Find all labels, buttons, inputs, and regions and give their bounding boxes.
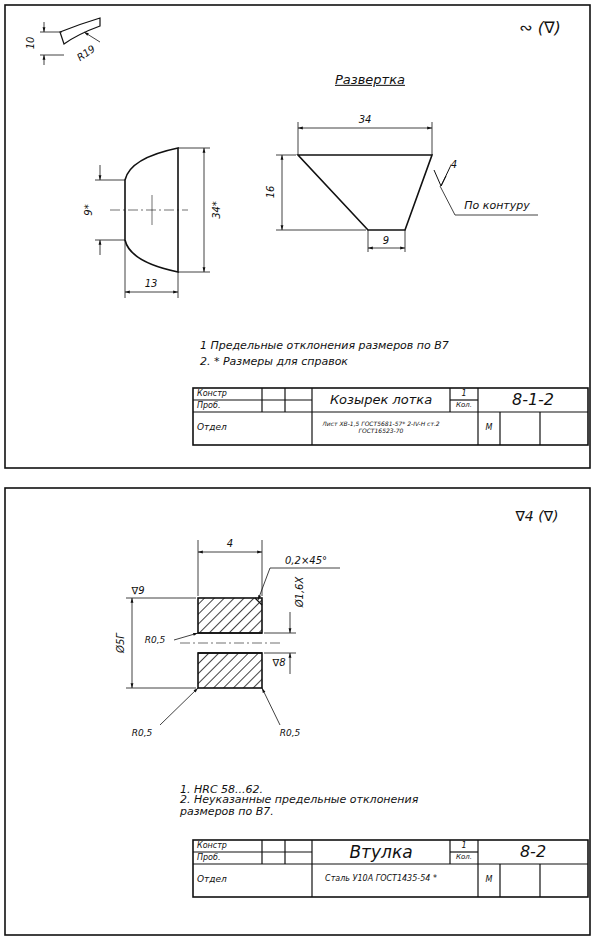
dimension-label: Отдел (197, 423, 227, 433)
dimension-label: Лист ХВ-1,5 ГОСТ5681-57* 2-IV-Н ст.2 ГОС… (315, 421, 447, 434)
dimension-label: 2. Неуказанные предельные отклонения раз… (180, 794, 440, 818)
dimension-label: Констр (197, 842, 227, 851)
dimension-label: ∇4 (∇) (515, 509, 558, 524)
dimension-label: R0,5 (280, 729, 301, 739)
dimension-label: 13 (145, 278, 158, 289)
dimension-label: 34* (211, 201, 222, 219)
dimension-label: 0,2×45° (285, 555, 327, 566)
dimension-label: Ø5Г (115, 633, 126, 653)
dimension-label: 34 (359, 114, 372, 125)
dimension-label: Кол. (456, 402, 472, 410)
dimension-label: Проб. (197, 402, 220, 411)
dimension-label: М (486, 424, 493, 433)
dimension-label: 9* (83, 204, 94, 215)
dimension-label: Констр (197, 390, 227, 399)
dimension-label: 2. * Размеры для справок (200, 356, 348, 368)
dimension-label: 8-1-2 (512, 391, 554, 409)
dimension-label: Козырек лотка (314, 393, 449, 407)
dimension-label: Втулка (349, 843, 412, 862)
dimension-label: М (486, 876, 493, 885)
dimension-label: 1 (461, 390, 466, 399)
dimension-label: R0,5 (145, 636, 166, 646)
dimension-label: Отдел (197, 875, 227, 885)
dimension-label: Развертка (335, 73, 405, 87)
dimension-label: ∇8 (272, 657, 285, 668)
dimension-label: 16 (265, 186, 276, 199)
dimension-label: 1 Предельные отклонения размеров по В7 (200, 340, 449, 352)
dimension-label: Ø1,6Х (294, 577, 305, 608)
dimension-label: R19 (75, 43, 97, 63)
dimension-label: 4 (227, 538, 233, 549)
dimension-label: ∾ (∇) (519, 19, 561, 37)
dimension-label: R0,5 (132, 729, 153, 739)
dimension-label: 4 (451, 159, 457, 170)
dimension-label: 8-2 (520, 843, 546, 861)
dimension-label: 9 (383, 235, 389, 246)
dimension-label: По контуру (464, 200, 529, 212)
dimension-label: Сталь У10А ГОСТ1435-54 * (319, 875, 444, 884)
dimension-label: 10 (25, 37, 36, 50)
dimension-label: ∇9 (131, 585, 144, 596)
dimension-label: Кол. (456, 854, 472, 862)
dimension-label: Проб. (197, 854, 220, 863)
dimension-label: 1 (461, 842, 466, 851)
